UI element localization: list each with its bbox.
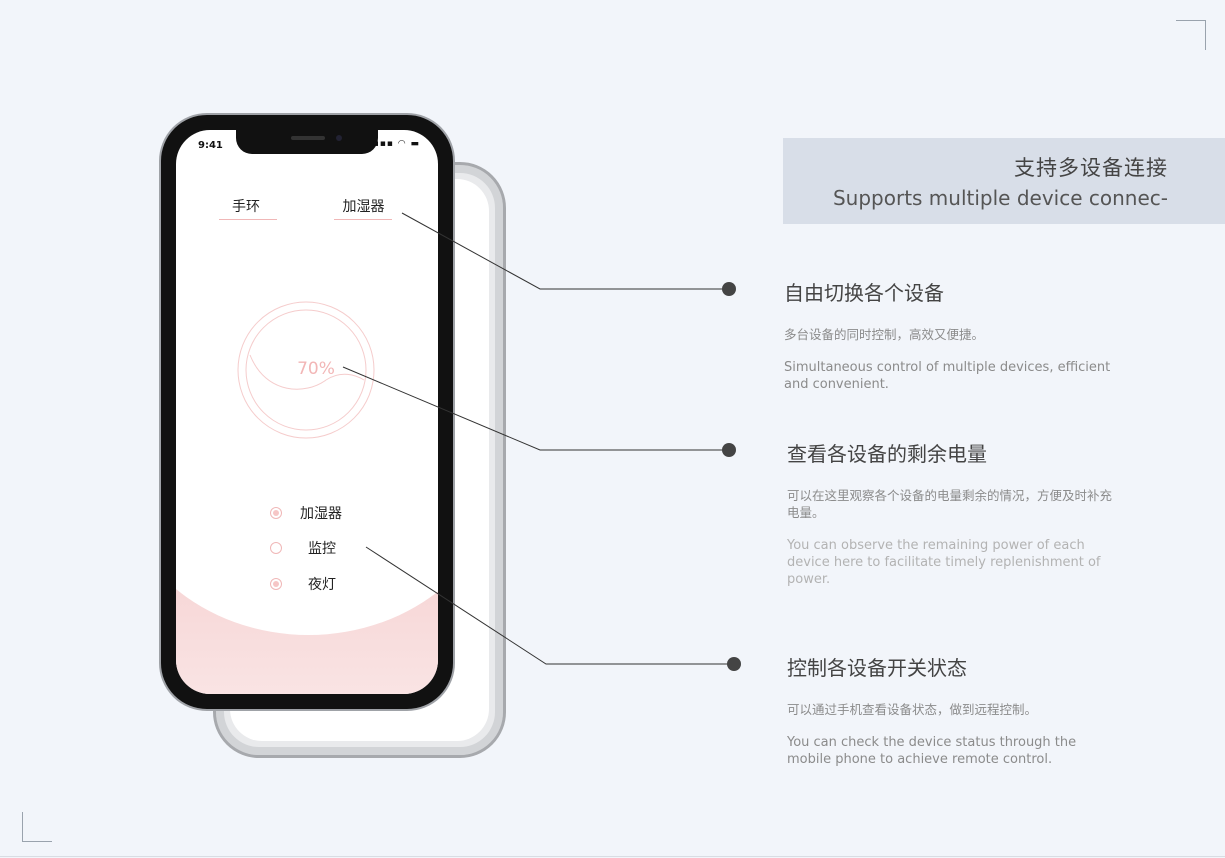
feature-switch-devices: 自由切换各个设备 多台设备的同时控制，高效又便捷。 Simultaneous c… [784,277,1114,393]
feature-title: 自由切换各个设备 [784,281,944,305]
phone-notch [236,130,378,154]
callout-line-2 [342,366,728,451]
feature-title: 控制各设备开关状态 [787,656,967,680]
device-label: 夜灯 [308,577,336,593]
callout-line-3 [365,546,733,665]
tab-underline [334,219,392,220]
tab-humidifier[interactable]: 加湿器 [331,196,396,216]
gauge-wave [249,354,365,390]
feature-desc-cn: 多台设备的同时控制，高效又便捷。 [784,327,985,342]
status-time: 9:41 [198,140,223,151]
battery-percent: 70% [297,359,335,379]
feature-desc-cn: 可以在这里观察各个设备的电量剩余的情况，方便及时补充电量。 [787,488,1113,520]
bottom-divider [0,856,1225,857]
feature-desc-en: You can check the device status through … [787,735,1077,767]
gauge-inner-ring [245,309,367,431]
corner-mark-bottom-left [22,812,52,842]
phone-front-mockup: 9:41 ▪▪▪ ◠ ▬ 手环 加湿器 70% 加湿器 监控 夜灯 [159,113,455,711]
phone-screen: 9:41 ▪▪▪ ◠ ▬ 手环 加湿器 70% 加湿器 监控 夜灯 [176,130,438,694]
banner-title-en: Supports multiple device connec- [832,186,1168,210]
camera-icon [336,135,342,141]
tab-bracelet[interactable]: 手环 [216,196,276,216]
tab-label: 加湿器 [342,199,385,215]
callout-line-1 [401,212,728,290]
feature-switch-control: 控制各设备开关状态 可以通过手机查看设备状态，做到远程控制。 You can c… [787,652,1097,768]
radio-on-icon[interactable] [270,578,282,590]
callout-dot-1 [722,282,736,296]
gauge-outer-ring [237,301,375,439]
callout-dot-3 [727,657,741,671]
corner-mark-top-right [1176,20,1206,50]
device-label: 加湿器 [300,506,342,522]
device-label: 监控 [308,541,336,557]
feature-title: 查看各设备的剩余电量 [787,442,987,466]
callout-dot-2 [722,443,736,457]
radio-on-icon[interactable] [270,507,282,519]
feature-desc-en: You can observe the remaining power of e… [787,538,1101,587]
banner-title-cn: 支持多设备连接 [1014,156,1168,180]
battery-gauge [237,301,375,439]
tab-label: 手环 [232,199,260,215]
radio-off-icon[interactable] [270,542,282,554]
status-signal-wifi-battery-icon: ▪▪▪ ◠ ▬ [372,139,420,149]
feature-battery-status: 查看各设备的剩余电量 可以在这里观察各个设备的电量剩余的情况，方便及时补充电量。… [787,438,1112,588]
feature-desc-cn: 可以通过手机查看设备状态，做到远程控制。 [787,702,1038,717]
tab-underline [219,219,277,220]
feature-desc-en: Simultaneous control of multiple devices… [784,360,1111,392]
white-arc [176,300,438,635]
header-banner: 支持多设备连接 Supports multiple device connec- [783,138,1225,224]
speaker [291,136,325,140]
